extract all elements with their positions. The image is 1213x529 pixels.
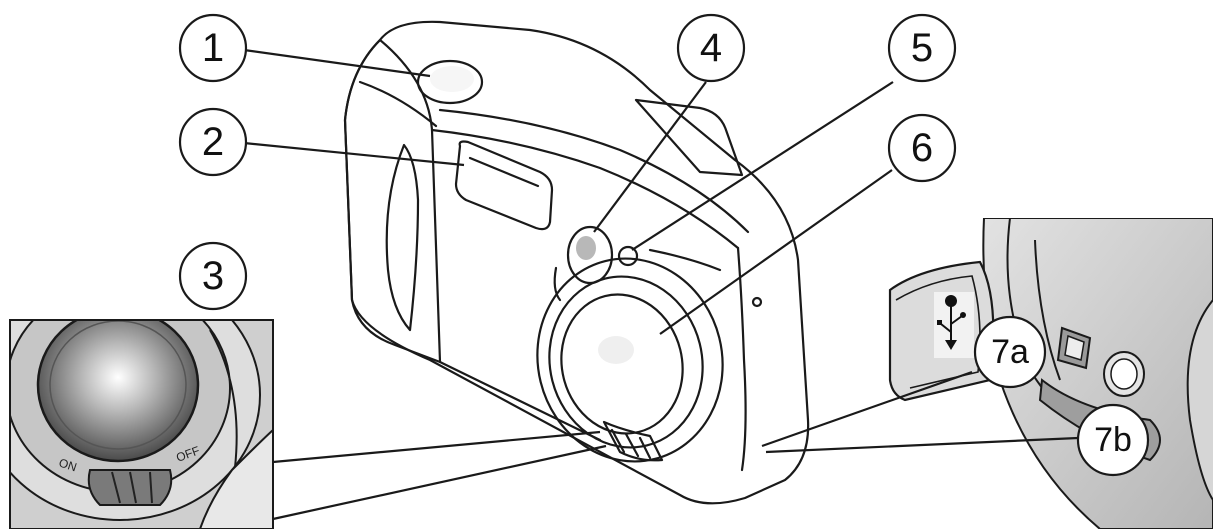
- port-detail: [888, 218, 1213, 529]
- usb-icon: [934, 292, 974, 358]
- svg-text:7b: 7b: [1094, 421, 1132, 459]
- svg-text:2: 2: [202, 120, 224, 164]
- leader-7a: [761, 370, 973, 448]
- leader-4: [593, 81, 707, 233]
- leader-6: [659, 169, 893, 335]
- svg-text:6: 6: [911, 126, 933, 170]
- strap-eyelet: [751, 296, 763, 308]
- leader-5: [631, 81, 894, 251]
- inset-power-switch: ON OFF: [9, 319, 274, 529]
- lens-power-switch: [602, 420, 664, 462]
- leader-1: [243, 48, 431, 78]
- leader-2: [243, 141, 465, 167]
- lens-assembly: [536, 257, 724, 463]
- callout-4: 4: [676, 13, 746, 83]
- light-sensor: [617, 245, 722, 272]
- callout-6: 6: [887, 113, 957, 183]
- grip-groove: [385, 143, 420, 332]
- inset-leader-lower: [272, 444, 607, 521]
- svg-text:5: 5: [911, 26, 933, 70]
- svg-text:3: 3: [202, 254, 224, 298]
- svg-text:7a: 7a: [991, 333, 1029, 371]
- leader-7b: [765, 436, 1079, 454]
- callout-7a: 7a: [973, 315, 1047, 389]
- callout-7b: 7b: [1076, 403, 1150, 477]
- svg-text:1: 1: [202, 26, 224, 70]
- svg-text:4: 4: [700, 26, 722, 70]
- callout-5: 5: [887, 13, 957, 83]
- shutter-button: [416, 59, 484, 105]
- self-timer-lamp: [553, 225, 614, 302]
- flash-unit: [454, 140, 554, 231]
- inset-leader-upper: [272, 430, 601, 464]
- inset-on-label: ON: [57, 456, 78, 475]
- callout-1: 1: [178, 13, 248, 83]
- callout-2: 2: [178, 107, 248, 177]
- callout-3: 3: [178, 241, 248, 311]
- camera-body: [343, 20, 810, 505]
